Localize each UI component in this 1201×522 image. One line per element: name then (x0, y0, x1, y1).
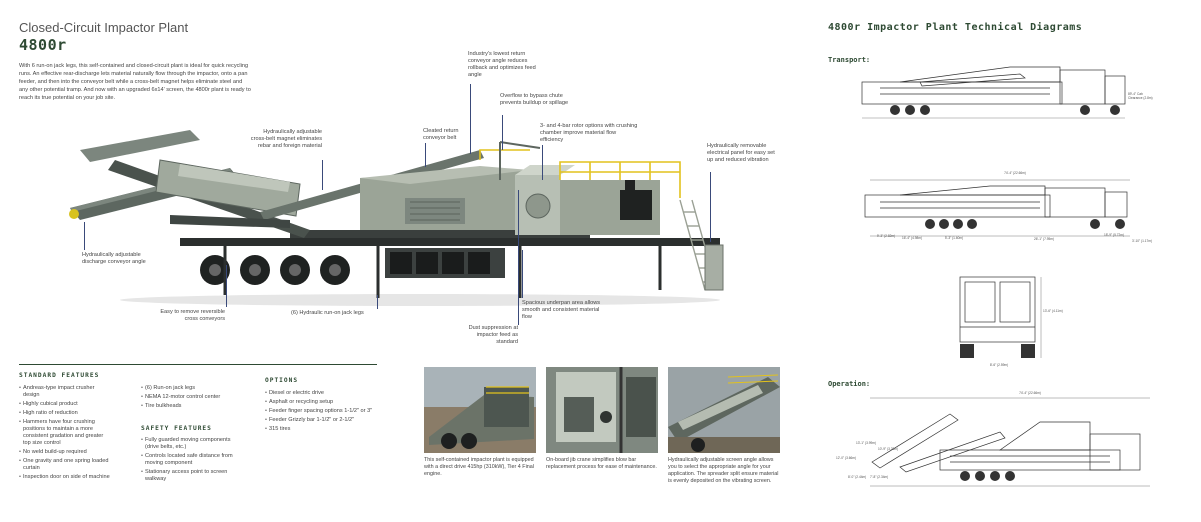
leader-line (470, 84, 471, 154)
section-divider (19, 364, 377, 365)
jib-crane-photo (546, 367, 658, 453)
dim-label: 12'-0" (3.66m) (836, 456, 856, 460)
leader-line (322, 160, 323, 190)
list-item: Inspection door on side of machine (19, 474, 111, 481)
transport-side-diagram (861, 66, 1126, 119)
list-item: Diesel or electric drive (265, 390, 375, 397)
list-item: NEMA 12-motor control center (141, 394, 246, 401)
leader-line (502, 115, 503, 150)
leader-line (84, 222, 85, 250)
dim-label: 13'-1" (3.99m) (856, 441, 876, 445)
engine-photo (424, 367, 536, 453)
callout-reversible: Easy to remove reversible cross conveyor… (160, 309, 225, 322)
dim-label: 18'-9" (5.72m) (1104, 233, 1124, 237)
callout-return-angle: Industry's lowest return conveyor angle … (468, 51, 536, 78)
list-item: Controls located safe distance from movi… (141, 453, 246, 467)
dim-label: 8'-0" (2.44m) (848, 475, 867, 479)
dim-overall-length: 74'-4" (22.66m) (1004, 171, 1026, 175)
safety-features-list: Fully guarded moving components (drive b… (141, 437, 246, 485)
list-item: Andreas-type impact crusher design (19, 385, 111, 399)
list-item: High ratio of reduction (19, 410, 111, 417)
pre-title: Closed-Circuit Impactor Plant (19, 20, 189, 35)
standard-features-list-2: (6) Run-on jack legs NEMA 12-motor contr… (141, 385, 246, 412)
options-heading: Options (265, 377, 299, 384)
transport-rear-diagram (959, 276, 1042, 358)
list-item: Hammers have four crushing positions to … (19, 419, 111, 447)
dim-label: 16'-4" (4.98m) (902, 236, 922, 240)
list-item: No weld build-up required (19, 449, 111, 456)
list-item: Feeder finger spacing options 1-1/2" or … (265, 408, 375, 415)
leader-line (542, 145, 543, 180)
dim-label: 5'-3" (1.60m) (944, 236, 964, 240)
list-item: Asphalt or recycling setup (265, 399, 375, 406)
dim-rear-height: 13'-6" (4.11m) (1043, 309, 1063, 313)
callout-dust: Dust suppression at impactor feed as sta… (468, 325, 518, 345)
leader-line (518, 190, 519, 325)
list-item: (6) Run-on jack legs (141, 385, 246, 392)
intro-paragraph: With 6 run-on jack legs, this self-conta… (19, 63, 251, 101)
safety-features-heading: Safety Features (141, 425, 212, 432)
standard-features-list-1: Andreas-type impact crusher design Highl… (19, 385, 111, 483)
callout-discharge: Hydraulically adjustable discharge conve… (82, 252, 146, 265)
callout-jacklegs: (6) Hydraulic run-on jack legs (291, 310, 364, 316)
dim-rear-width: 8'-6" (2.59m) (989, 363, 1009, 367)
callout-rotor: 3- and 4-bar rotor options with crushing… (540, 123, 638, 143)
operation-diagram (870, 397, 1150, 487)
list-item: Tire bulkheads (141, 403, 246, 410)
page-title: 4800r (19, 36, 67, 54)
list-item: Fully guarded moving components (drive b… (141, 437, 246, 451)
callout-underpan: Spacious underpan area allows smooth and… (522, 300, 601, 320)
transport-clearance-note: 89'-4" Cab Clearance (2.8m) (1128, 92, 1153, 100)
dim-label: 7'-8" (2.34m) (870, 475, 889, 479)
standard-features-heading: Standard Features (19, 372, 100, 379)
dim-label: 9'-3" (2.82m) (876, 234, 896, 238)
leader-line (425, 143, 426, 167)
options-list: Diesel or electric drive Asphalt or recy… (265, 390, 375, 434)
transport-dimension-diagram (864, 179, 1130, 237)
list-item: Stationary access point to screen walkwa… (141, 469, 246, 483)
leader-line (710, 172, 711, 242)
diagrams-title: 4800r Impactor Plant Technical Diagrams (828, 22, 1083, 33)
operation-label: Operation: (828, 380, 871, 388)
leader-line (522, 250, 523, 298)
callout-cleated: Cleated return conveyor belt (423, 128, 459, 141)
transport-label: Transport: (828, 56, 871, 64)
leader-line (226, 265, 227, 307)
callout-electrical: Hydraulically removable electrical panel… (707, 143, 775, 163)
photo-caption: On-board jib crane simplifies blow bar r… (546, 457, 657, 470)
dim-label: 3'-10" (1.17m) (1132, 239, 1152, 243)
callout-magnet: Hydraulically adjustable cross-belt magn… (250, 129, 322, 149)
dim-label: 26'-1" (7.95m) (1034, 237, 1054, 241)
impactor-plant-illustration (69, 130, 724, 306)
photo-caption: Hydraulically adjustable screen angle al… (668, 457, 779, 484)
leader-line (377, 295, 378, 309)
photo-caption: This self-contained impactor plant is eq… (424, 457, 534, 477)
dim-op-length: 74'-4" (22.66m) (1019, 391, 1041, 395)
list-item: Feeder Grizzly bar 1-1/2" or 2-1/2" (265, 417, 375, 424)
list-item: Highly cubical product (19, 401, 111, 408)
screen-angle-photo (668, 367, 780, 453)
callout-overflow: Overflow to bypass chute prevents buildu… (500, 93, 569, 106)
list-item: One gravity and one spring loaded curtai… (19, 458, 111, 472)
dim-label: 10'-9" (3.28m) (878, 447, 898, 451)
list-item: 315 tires (265, 426, 375, 433)
